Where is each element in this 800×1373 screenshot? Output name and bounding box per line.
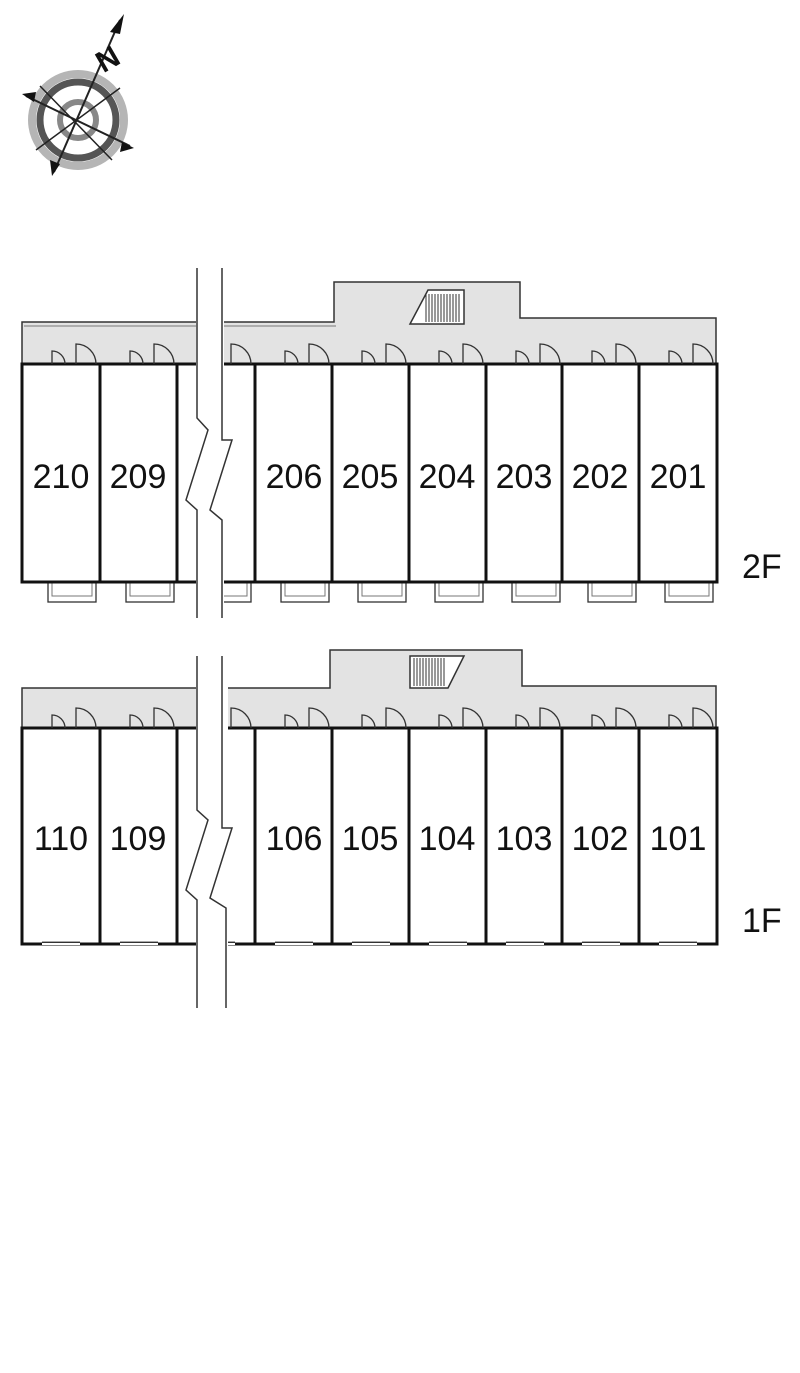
door-swing-icon: [153, 707, 175, 729]
floor-1f: 1F 110 109 106 105 104 103 102 101: [20, 649, 782, 946]
door-swing-icon: [668, 714, 683, 729]
door-swing-icon: [692, 707, 714, 729]
unit-number: 202: [572, 458, 629, 496]
door-swing-icon: [361, 350, 376, 365]
unit-number: 210: [33, 458, 90, 496]
door-swing-icon: [153, 343, 175, 365]
door-swing-icon: [230, 343, 252, 365]
unit-number: 110: [34, 820, 88, 858]
stairs-icon: [408, 289, 465, 325]
unit-number: 105: [342, 820, 399, 858]
balcony: [125, 581, 175, 603]
unit-number: 201: [650, 458, 707, 496]
unit-number: 204: [419, 458, 476, 496]
door-swing-icon: [51, 714, 66, 729]
break-line-2f: [185, 268, 234, 618]
door-swing-icon: [129, 714, 144, 729]
door-swing-icon: [308, 343, 330, 365]
door-swing-icon: [515, 350, 530, 365]
door-swing-icon: [284, 714, 299, 729]
door-swing-icon: [230, 707, 252, 729]
door-swing-icon: [615, 707, 637, 729]
door-swing-icon: [51, 350, 66, 365]
unit-number: 109: [110, 820, 167, 858]
unit-room: [20, 362, 102, 584]
compass-rose-icon: N: [22, 14, 134, 176]
door-swing-icon: [438, 714, 453, 729]
unit-number: 102: [572, 820, 629, 858]
door-swing-icon: [385, 707, 407, 729]
unit-room: [253, 362, 334, 584]
door-swing-icon: [591, 350, 606, 365]
unit-number: 203: [496, 458, 553, 496]
corridor-2f: [21, 281, 717, 365]
door-swing-icon: [129, 350, 144, 365]
unit-room: [330, 726, 411, 946]
unit-number: 206: [266, 458, 323, 496]
unit-number: 104: [419, 820, 476, 858]
break-line-1f: [185, 656, 234, 1008]
door-swing-icon: [385, 343, 407, 365]
door-swing-icon: [615, 343, 637, 365]
unit-number: 103: [496, 820, 553, 858]
stairs-icon: [409, 655, 466, 689]
unit-number: 106: [266, 820, 323, 858]
unit-room: [98, 362, 179, 584]
door-swing-icon: [438, 350, 453, 365]
balcony: [511, 581, 561, 603]
floor-label-2f: 2F: [742, 548, 782, 586]
door-swing-icon: [308, 707, 330, 729]
unit-room: [330, 362, 411, 584]
door-swing-icon: [515, 714, 530, 729]
unit-room: [253, 726, 334, 946]
balcony: [664, 581, 714, 603]
door-swing-icon: [591, 714, 606, 729]
balcony: [587, 581, 637, 603]
door-swing-icon: [539, 707, 561, 729]
door-swing-icon: [75, 707, 97, 729]
door-swing-icon: [75, 343, 97, 365]
unit-number: 205: [342, 458, 399, 496]
unit-room: [637, 362, 719, 584]
balcony: [47, 581, 97, 603]
balcony: [280, 581, 330, 603]
door-swing-icon: [668, 350, 683, 365]
balcony: [434, 581, 484, 603]
unit-number: 101: [650, 820, 707, 858]
unit-number: 209: [110, 458, 167, 496]
door-swing-icon: [692, 343, 714, 365]
door-swing-icon: [462, 707, 484, 729]
floor-label-1f: 1F: [742, 902, 782, 940]
balcony: [357, 581, 407, 603]
door-swing-icon: [539, 343, 561, 365]
door-swing-icon: [462, 343, 484, 365]
door-swing-icon: [361, 714, 376, 729]
floor-2f: 2F 210 209 206 205 204 203 202 201: [20, 281, 782, 603]
door-swing-icon: [284, 350, 299, 365]
